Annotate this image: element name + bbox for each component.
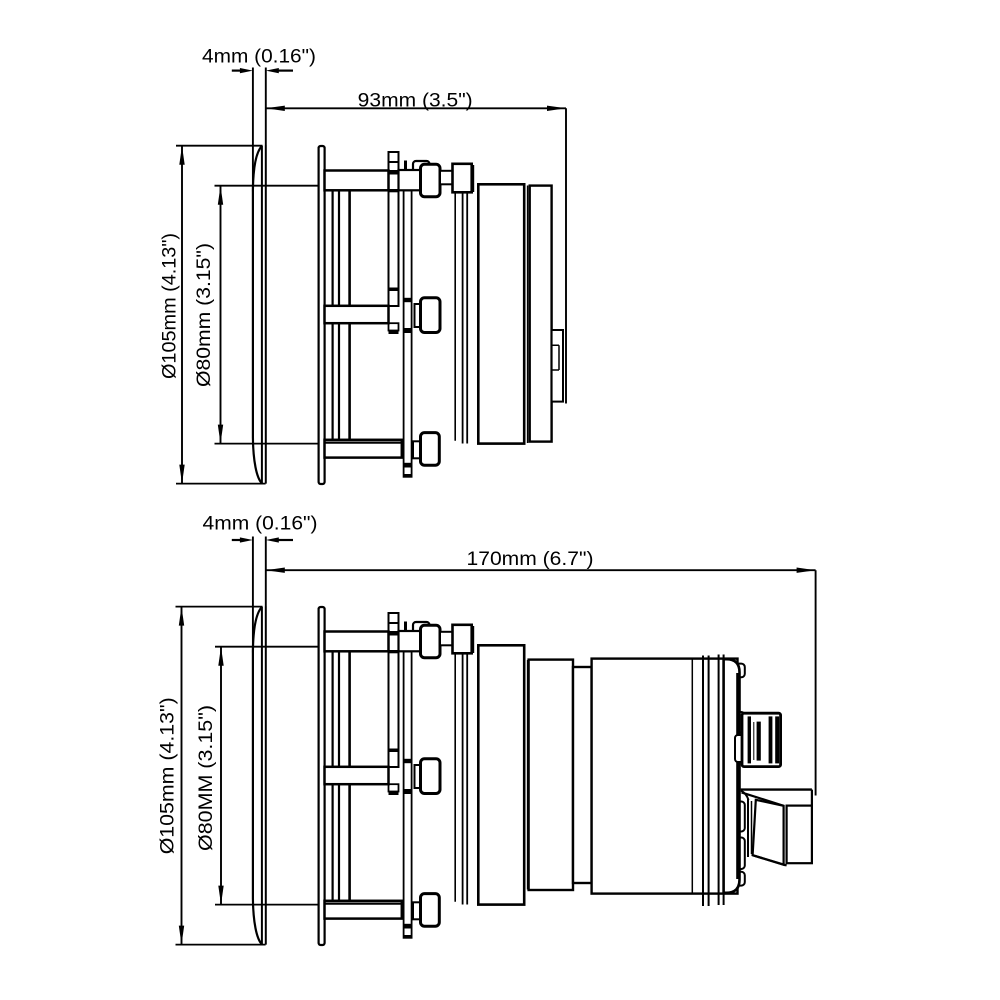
- svg-text:170mm (6.7"): 170mm (6.7"): [467, 548, 594, 570]
- svg-text:93mm (3.5"): 93mm (3.5"): [358, 89, 473, 111]
- svg-text:Ø105mm (4.13"): Ø105mm (4.13"): [157, 697, 179, 854]
- svg-text:4mm (0.16"): 4mm (0.16"): [202, 45, 316, 67]
- svg-text:Ø80MM (3.15"): Ø80MM (3.15"): [195, 705, 217, 851]
- svg-text:Ø105mm (4.13"): Ø105mm (4.13"): [159, 233, 181, 379]
- svg-text:Ø80mm (3.15"): Ø80mm (3.15"): [193, 243, 215, 387]
- svg-text:4mm (0.16"): 4mm (0.16"): [203, 513, 318, 535]
